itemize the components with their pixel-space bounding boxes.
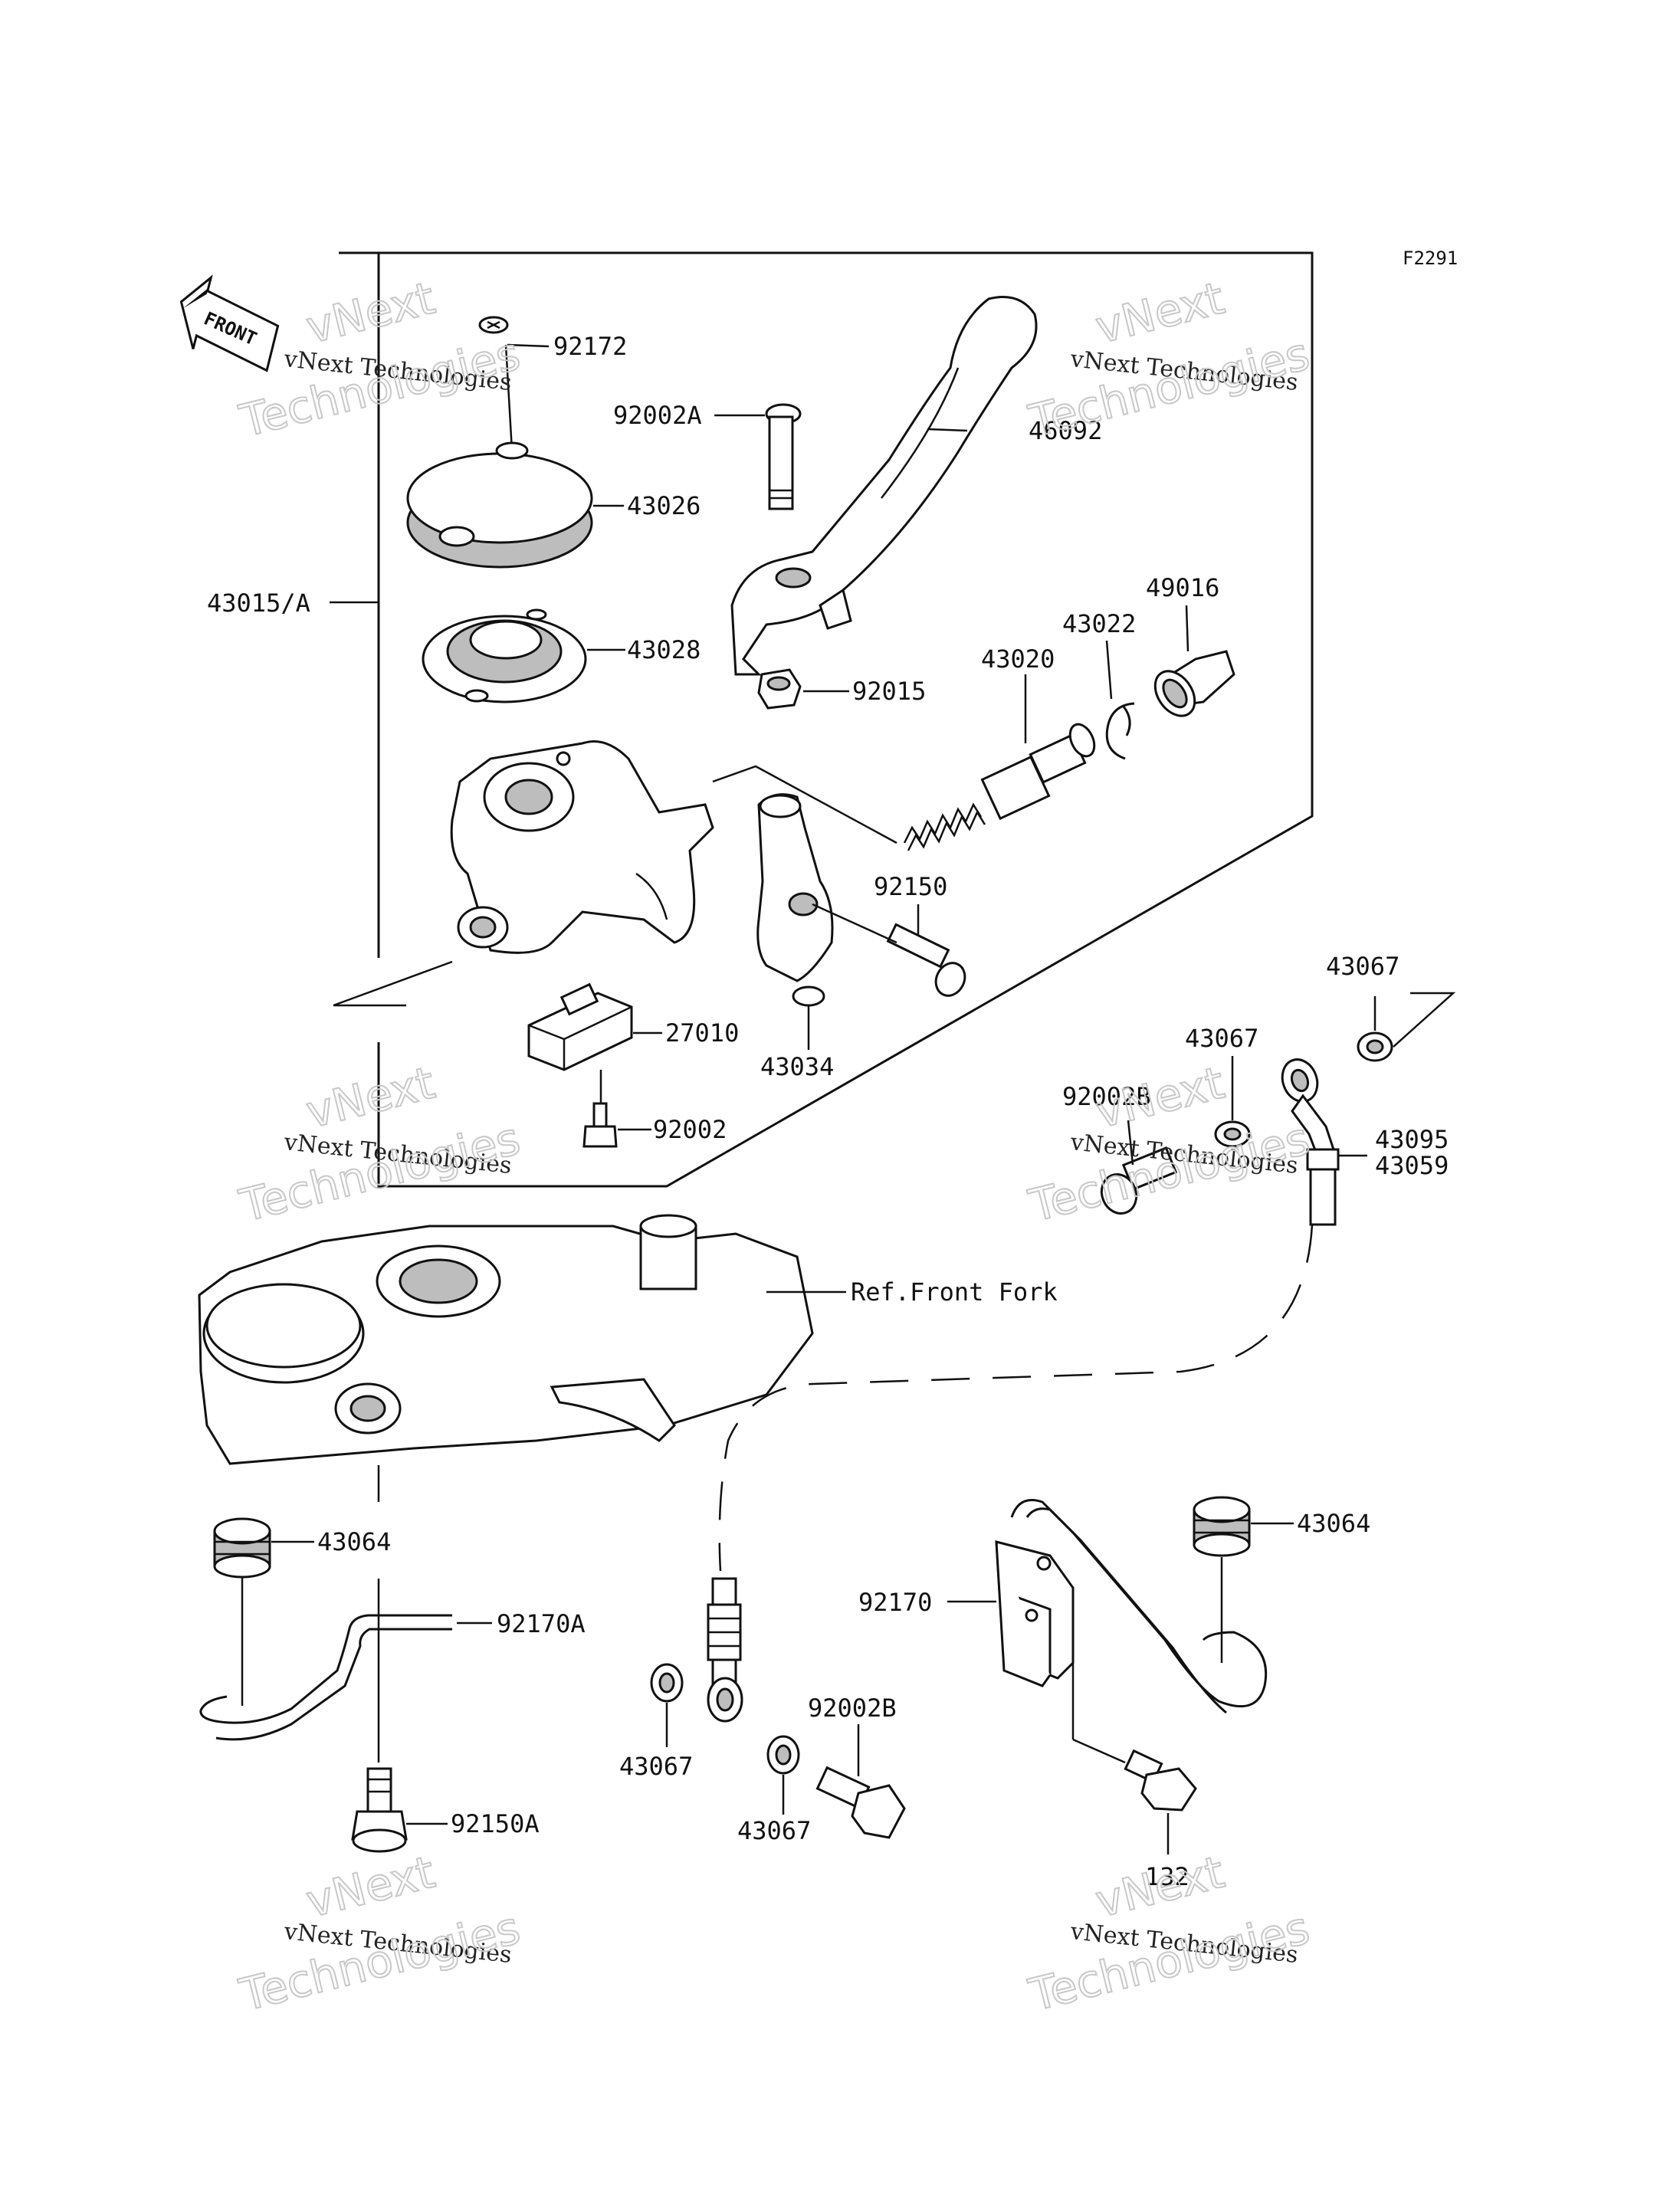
circlip-43022 bbox=[1105, 640, 1135, 760]
svg-text:vNext: vNext bbox=[1091, 1846, 1229, 1928]
label-43067-d: 43067 bbox=[737, 1816, 811, 1845]
watermark-bottom-right: vNext vNext Technologies Technologies bbox=[1023, 1845, 1315, 2022]
hose-banjo-43095 bbox=[1281, 1058, 1367, 1226]
bolt-92150A bbox=[351, 1579, 448, 1853]
label-92172: 92172 bbox=[553, 332, 627, 361]
washer-43067-right bbox=[1357, 992, 1456, 1062]
svg-text:vNext: vNext bbox=[1091, 272, 1229, 354]
grommet-43064-right bbox=[1193, 1496, 1294, 1663]
svg-text:Technologies: Technologies bbox=[1024, 327, 1314, 447]
bolt-92002B-lower bbox=[815, 1724, 906, 1839]
label-92002A: 92002A bbox=[613, 401, 702, 430]
piston-spring-43020 bbox=[712, 674, 1096, 851]
front-arrow-icon: FRONT bbox=[179, 274, 280, 372]
grommet-43064-left bbox=[213, 1517, 314, 1706]
washer-43067-lower-mid bbox=[766, 1735, 800, 1815]
brake-lever-46092 bbox=[730, 296, 1038, 676]
label-92170: 92170 bbox=[858, 1588, 932, 1617]
label-43020: 43020 bbox=[981, 644, 1055, 674]
label-43067-a: 43067 bbox=[1326, 952, 1399, 981]
label-49016: 49016 bbox=[1146, 573, 1219, 602]
watermark-mid-left: vNext vNext Technologies Technologies bbox=[234, 1056, 526, 1233]
label-46092: 46092 bbox=[1029, 416, 1102, 445]
diaphragm-43028 bbox=[422, 608, 625, 703]
watermark-top-right: vNext vNext Technologies Technologies bbox=[1023, 271, 1315, 448]
hose-banjo-lower bbox=[707, 1577, 743, 1723]
label-92150A: 92150A bbox=[451, 1809, 540, 1838]
ref-front-fork-label: Ref.Front Fork bbox=[851, 1277, 1058, 1307]
label-43067-c: 43067 bbox=[619, 1752, 693, 1781]
svg-text:vNext: vNext bbox=[301, 272, 440, 354]
switch-27010 bbox=[527, 982, 662, 1071]
bolt-92002B-upper bbox=[1100, 1120, 1178, 1215]
label-27010: 27010 bbox=[665, 1018, 739, 1048]
label-92002B-lower: 92002B bbox=[808, 1694, 897, 1723]
reservoir-cap-43026 bbox=[406, 441, 624, 569]
svg-text:vNext: vNext bbox=[301, 1846, 440, 1928]
master-cylinder-body bbox=[450, 740, 714, 954]
label-43026: 43026 bbox=[627, 491, 701, 520]
svg-text:vNext: vNext bbox=[301, 1057, 440, 1139]
label-43022: 43022 bbox=[1062, 609, 1136, 638]
label-132: 132 bbox=[1145, 1862, 1189, 1891]
label-43064-b: 43064 bbox=[1297, 1509, 1370, 1538]
clamp-92170A bbox=[199, 1614, 492, 1741]
svg-text:vNext: vNext bbox=[1091, 1057, 1229, 1139]
pivot-bolt-92002A bbox=[714, 403, 802, 510]
assembly-boundary bbox=[333, 251, 1314, 1188]
svg-text:Technologies: Technologies bbox=[235, 1901, 525, 2021]
clamp-43034 bbox=[756, 793, 834, 1050]
svg-text:Technologies: Technologies bbox=[1024, 1901, 1314, 2021]
screw-92002 bbox=[582, 1070, 651, 1148]
label-43015A: 43015/A bbox=[207, 589, 310, 618]
label-43034: 43034 bbox=[760, 1052, 834, 1081]
label-92170A: 92170A bbox=[497, 1609, 586, 1638]
label-43064-a: 43064 bbox=[317, 1527, 391, 1556]
label-43059: 43059 bbox=[1375, 1151, 1449, 1180]
boot-49016 bbox=[1153, 605, 1235, 717]
washer-43067-mid bbox=[1214, 1056, 1251, 1148]
svg-text:Technologies: Technologies bbox=[1024, 1112, 1314, 1231]
fork-top-bridge bbox=[198, 1214, 846, 1502]
label-43095: 43095 bbox=[1375, 1125, 1449, 1154]
label-92150: 92150 bbox=[874, 872, 947, 901]
label-92015: 92015 bbox=[852, 677, 926, 706]
watermark-bottom-left: vNext vNext Technologies Technologies bbox=[234, 1845, 526, 2022]
bracket-92170 bbox=[947, 1499, 1268, 1764]
screw-92172 bbox=[478, 316, 550, 451]
nut-92015 bbox=[757, 668, 849, 710]
washer-43067-lower-left bbox=[650, 1663, 684, 1747]
bolt-132 bbox=[1124, 1749, 1197, 1854]
bolt-92150 bbox=[812, 903, 966, 997]
label-92002B: 92002B bbox=[1062, 1082, 1151, 1111]
label-92002: 92002 bbox=[653, 1115, 727, 1144]
label-43067-b: 43067 bbox=[1185, 1024, 1258, 1053]
diagram-code: F2291 bbox=[1403, 248, 1458, 269]
label-43028: 43028 bbox=[627, 635, 701, 664]
